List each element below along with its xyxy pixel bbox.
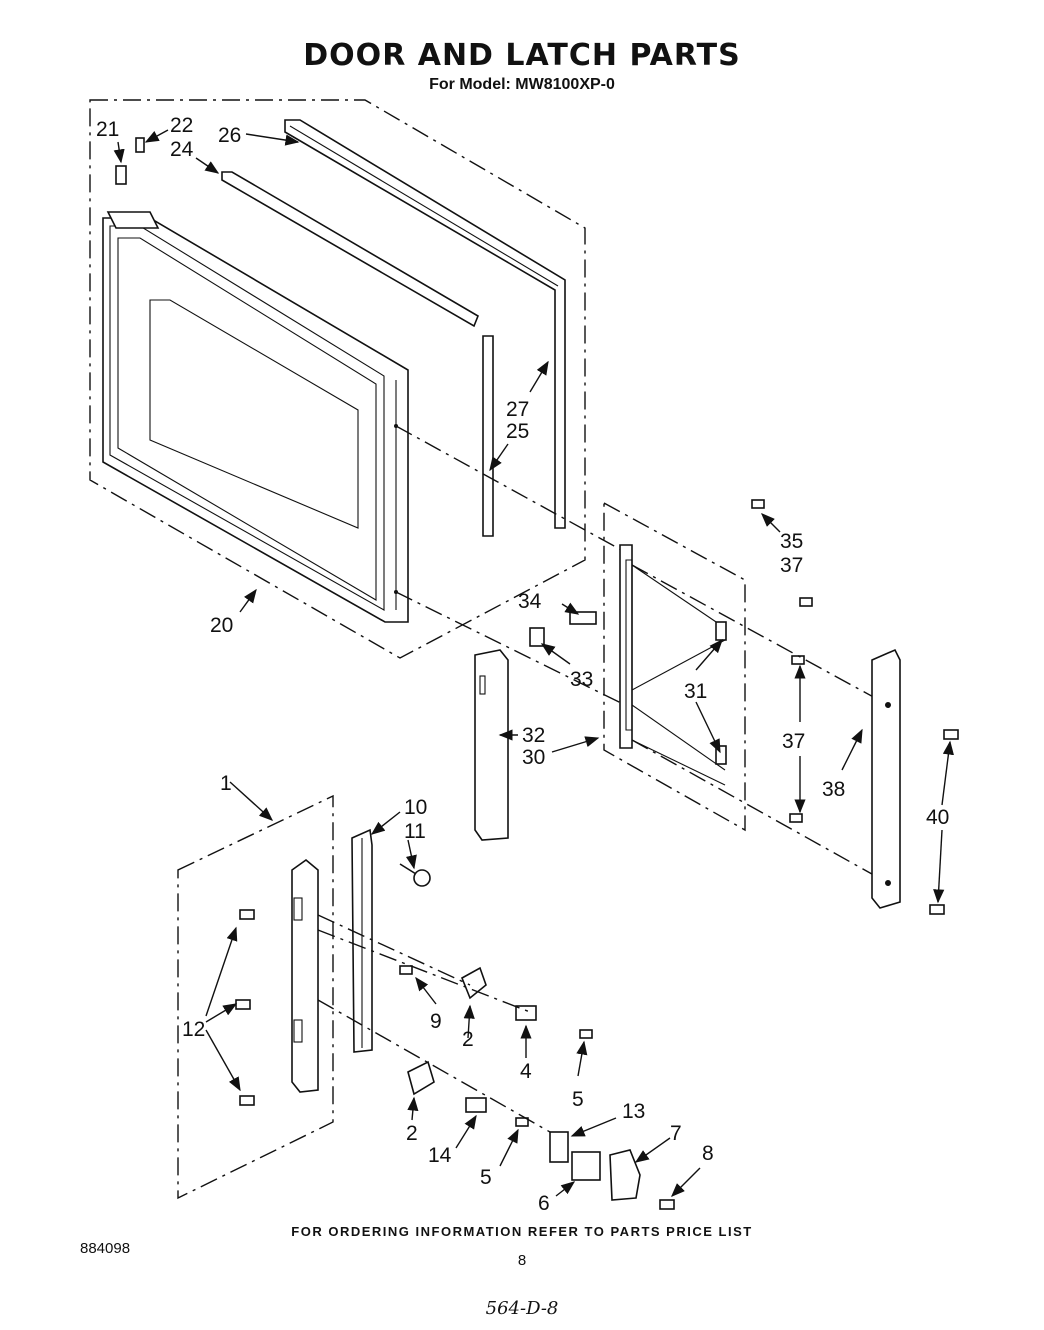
callout-22: 22 bbox=[170, 114, 193, 137]
callout-2-upper: 2 bbox=[462, 1028, 474, 1051]
callout-37-top: 37 bbox=[780, 554, 803, 577]
callout-6: 6 bbox=[538, 1192, 550, 1215]
door-assembly-group bbox=[89, 99, 626, 706]
callout-25: 25 bbox=[506, 420, 529, 443]
callout-37-mid: 37 bbox=[782, 730, 805, 753]
callout-38: 38 bbox=[822, 778, 845, 801]
latch-assembly-group bbox=[474, 499, 889, 884]
callout-7: 7 bbox=[670, 1122, 682, 1145]
callout-11: 11 bbox=[404, 820, 426, 843]
callout-1: 1 bbox=[220, 772, 232, 795]
callout-26: 26 bbox=[218, 124, 241, 147]
model-subtitle: For Model: MW8100XP-0 bbox=[429, 76, 615, 93]
callout-14: 14 bbox=[428, 1144, 452, 1167]
interlock-bracket-group bbox=[177, 794, 675, 1210]
callout-10: 10 bbox=[404, 796, 427, 819]
callout-33: 33 bbox=[570, 668, 593, 691]
handwritten-code: 564-D-8 bbox=[485, 1298, 559, 1319]
callout-35: 35 bbox=[780, 530, 803, 553]
callout-31: 31 bbox=[684, 680, 707, 703]
callout-30: 30 bbox=[522, 746, 545, 769]
page-number: 8 bbox=[517, 1252, 527, 1269]
callout-32: 32 bbox=[522, 724, 545, 747]
ordering-note: FOR ORDERING INFORMATION REFER TO PARTS … bbox=[291, 1224, 753, 1239]
callout-40: 40 bbox=[926, 806, 949, 829]
side-trim-group bbox=[871, 648, 959, 915]
callout-2-lower: 2 bbox=[406, 1122, 418, 1145]
callout-12: 12 bbox=[182, 1018, 205, 1041]
callout-8: 8 bbox=[702, 1142, 714, 1165]
callout-5-left: 5 bbox=[480, 1166, 492, 1189]
callout-27: 27 bbox=[506, 398, 529, 421]
callout-13: 13 bbox=[622, 1100, 645, 1123]
callout-arrows bbox=[113, 129, 954, 1197]
document-number: 884098 bbox=[80, 1240, 131, 1257]
callout-24: 24 bbox=[170, 138, 194, 161]
callout-5-right: 5 bbox=[572, 1088, 584, 1111]
callout-9: 9 bbox=[430, 1010, 442, 1033]
callout-21: 21 bbox=[96, 118, 119, 141]
callout-20: 20 bbox=[210, 614, 233, 637]
callout-34: 34 bbox=[518, 590, 542, 613]
page-title: DOOR AND LATCH PARTS bbox=[303, 38, 741, 73]
callout-4: 4 bbox=[520, 1060, 532, 1083]
